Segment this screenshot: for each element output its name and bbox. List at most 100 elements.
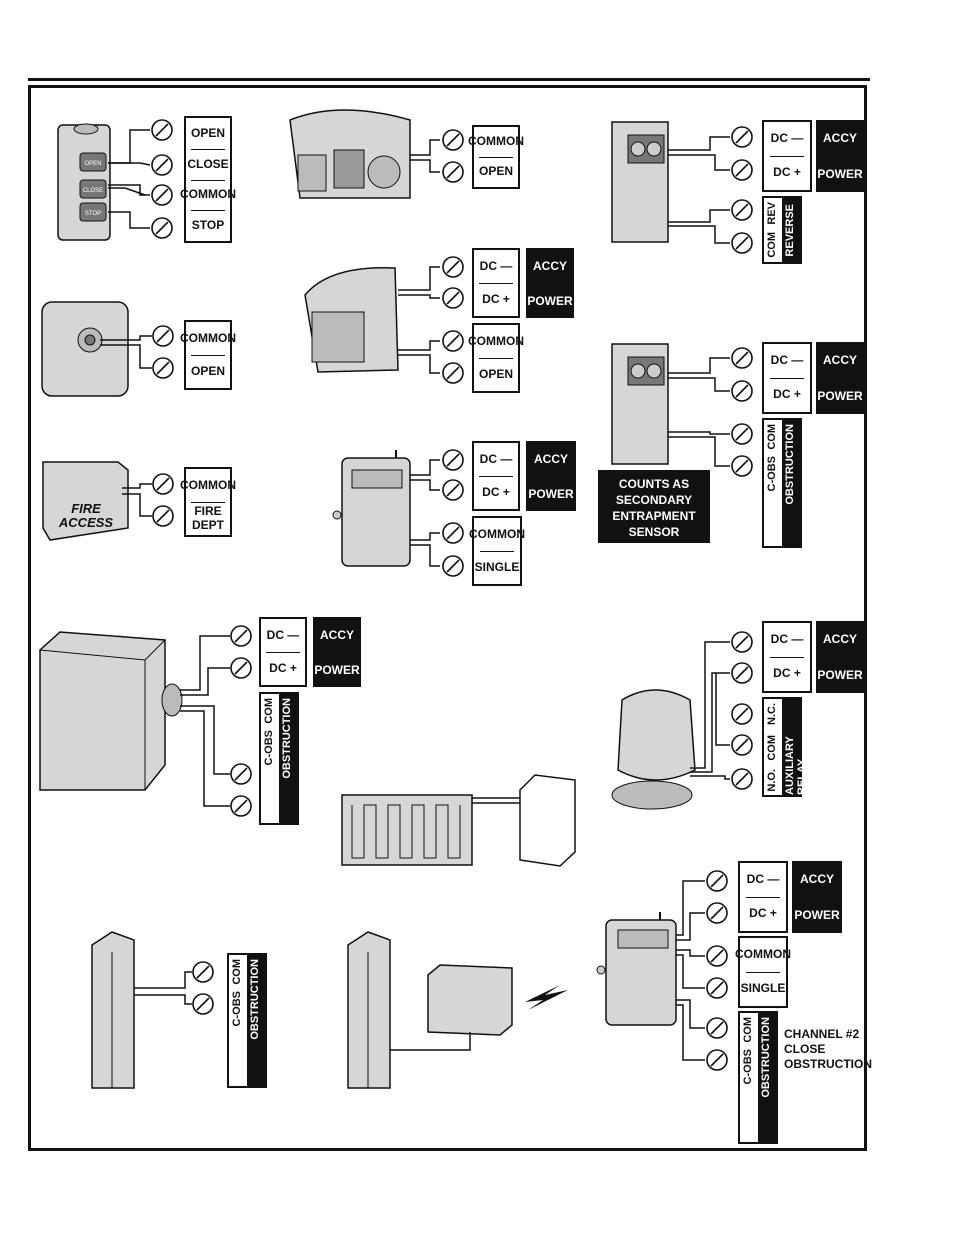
label-open: OPEN [190,125,225,140]
loop-detector-obstruction-label: C-OBS COM OBSTRUCTION [259,692,299,825]
photo-eye-obstruction-label: C-OBS COM OBSTRUCTION [762,418,802,548]
label-dc-minus: DC — [770,632,804,647]
secondary-entrapment-note: COUNTS AS SECONDARY ENTRAPMENT SENSOR [598,470,710,543]
label-c-obs: C-OBS [766,456,778,492]
label-open: OPEN [186,355,230,388]
fire-access-text: FIRE ACCESS [48,502,124,530]
radio-receiver-wires [410,459,440,567]
receiver-ch2-power-label: DC — DC + [738,861,788,933]
label-dc-minus: DC — [266,627,300,642]
label-common: COMMON [735,947,791,962]
photo-eye-obstruction-power-label: DC — DC + [762,342,812,414]
label-dc-plus: DC + [764,657,810,691]
control-station-device: OPEN CLOSE STOP [57,123,111,241]
label-obstruction: OBSTRUCTION [760,1017,772,1098]
radio-receiver-ch2-terminals [706,870,728,1071]
label-dc-plus: DC + [740,897,786,931]
label-dc-minus: DC — [479,451,513,466]
loop-detector-power-label: DC — DC + [259,617,307,687]
fire-line-2: ACCESS [58,515,114,530]
fire-access-wires [122,483,152,517]
label-common: COMMON [180,330,236,345]
label-common: COMMON [180,477,236,492]
photo-eye-obstruction-wires [668,357,730,467]
label-dept: DEPT [191,517,224,532]
station-wires [108,129,151,229]
label-com: COM [766,232,778,258]
loop-detector-accy-tag: ACCY POWER [313,617,361,687]
photo-eye-reverse-device [611,121,669,243]
label-auxiliary-relay: AUXILIARY RELAY [784,736,808,795]
wireless-keypad-device [304,266,399,373]
receiver-accy-tag: ACCY POWER [526,441,576,511]
radio-receiver-ch2-device [596,912,677,1026]
label-common: COMMON [468,333,524,348]
tag-accy: ACCY [822,632,857,646]
label-obstruction: OBSTRUCTION [784,424,796,505]
label-dc-minus: DC — [746,872,780,887]
edge-sensor-obstruction-label: C-OBS COM OBSTRUCTION [227,953,267,1088]
receiver-ch2-single-label: COMMON SINGLE [735,936,791,1008]
tag-power: POWER [817,167,863,181]
tag-accy: ACCY [799,872,834,886]
photo-eye-reverse-terminals [731,126,753,254]
tag-accy: ACCY [319,627,354,642]
label-common: COMMON [180,179,236,211]
tag-power: POWER [794,908,840,922]
intercom-wires [410,139,440,173]
intercom-terminal-label: COMMON OPEN [468,125,524,189]
channel-note-line-1: CHANNEL #2 [784,1027,860,1041]
label-close: CLOSE [186,148,230,180]
loop-detector-terminals [230,625,252,817]
fire-access-terminals [152,473,174,527]
edge-sensor-left-terminals [192,961,214,1015]
label-com: COM [766,735,778,761]
loop-detector-wires [180,635,230,807]
label-obstruction: OBSTRUCTION [281,698,293,779]
label-dc-plus: DC + [261,652,305,685]
label-c-obs: C-OBS [231,991,243,1027]
station-terminal-label: OPEN CLOSE COMMON STOP [180,116,236,243]
tag-power: POWER [528,486,574,501]
wireless-keypad-accy-tag: ACCY POWER [526,248,574,318]
receiver-single-label: COMMON SINGLE [469,516,525,586]
tag-accy: ACCY [822,131,857,145]
radio-receiver-terminals [442,449,464,577]
wireless-keypad-power-label: DC — DC + [472,248,520,318]
tag-accy: ACCY [533,451,568,466]
label-c-obs: C-OBS [263,730,275,766]
label-open: OPEN [474,358,518,391]
photo-eye-reverse-wires [668,136,730,244]
label-single: SINGLE [474,551,520,584]
diagram-frame [28,85,867,1151]
strobe-wires [690,641,730,780]
fire-line-1: FIRE [71,501,101,516]
note-line-2: SECONDARY [615,493,693,507]
strobe-power-label: DC — DC + [762,621,812,693]
tag-accy: ACCY [822,353,857,367]
label-dc-plus: DC + [474,476,518,509]
tag-power: POWER [817,668,863,682]
intercom-terminals [442,129,464,183]
label-dc-minus: DC — [479,258,513,273]
label-dc-plus: DC + [474,283,518,316]
auxiliary-relay-label: N.C. COM N.O. AUXILIARY RELAY [762,697,808,797]
photo-eye-obstruction-accy-tag: ACCY POWER [816,342,864,414]
note-line-1: COUNTS AS [618,477,690,491]
wireless-keypad-open-label: COMMON OPEN [468,323,524,393]
label-rev: REV [766,202,778,225]
station-button-open: OPEN [84,161,101,167]
receiver-ch2-obstruction-label: C-OBS COM OBSTRUCTION [738,1011,778,1144]
photo-eye-reverse-accy-tag: ACCY POWER [816,120,864,192]
label-single: SINGLE [740,972,786,1006]
label-dc-plus: DC + [764,378,810,412]
key-switch-label: COMMON OPEN [180,320,236,390]
label-open: OPEN [474,157,518,187]
label-dc-minus: DC — [770,353,804,368]
edge-sensor-left-device [91,931,135,1089]
label-com: COM [231,959,243,985]
strobe-terminals [731,631,753,790]
tag-power: POWER [314,662,360,677]
label-obstruction: OBSTRUCTION [249,959,261,1040]
station-terminals [151,119,173,239]
